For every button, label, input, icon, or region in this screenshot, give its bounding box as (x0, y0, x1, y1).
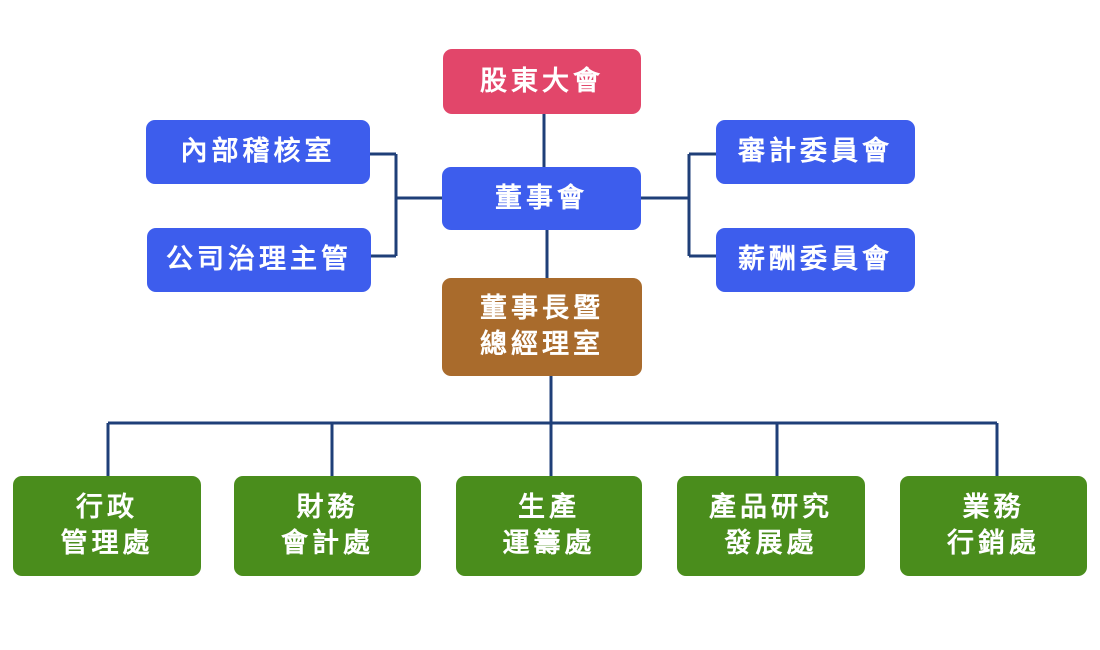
node-department-production: 生產 運籌處 (456, 476, 642, 576)
node-department-rnd: 產品研究 發展處 (677, 476, 865, 576)
node-label: 薪酬委員會 (738, 244, 893, 275)
node-label-line2: 行銷處 (947, 528, 1040, 559)
node-audit-committee: 審計委員會 (716, 120, 915, 184)
node-label: 內部稽核室 (180, 136, 336, 167)
node-label: 公司治理主管 (166, 244, 352, 275)
node-chairman-office: 董事長暨 總經理室 (442, 278, 642, 376)
node-label: 審計委員會 (738, 136, 893, 167)
node-label-line2: 管理處 (60, 528, 154, 559)
node-label-line2: 總經理室 (480, 329, 604, 360)
node-label-line1: 財務 (296, 492, 359, 523)
node-corporate-governance: 公司治理主管 (147, 228, 371, 292)
node-shareholders-meeting: 股東大會 (443, 49, 641, 114)
node-label-line2: 運籌處 (502, 528, 596, 559)
node-department-finance: 財務 會計處 (234, 476, 421, 576)
node-label-line1: 生產 (518, 492, 580, 523)
node-label: 股東大會 (480, 65, 604, 97)
node-internal-audit: 內部稽核室 (146, 120, 370, 184)
node-label-line1: 董事長暨 (480, 293, 604, 324)
node-board-of-directors: 董事會 (442, 167, 641, 230)
node-label-line1: 行政 (76, 492, 138, 523)
node-label: 董事會 (495, 182, 588, 214)
node-remuneration-committee: 薪酬委員會 (716, 228, 915, 292)
node-department-sales: 業務 行銷處 (900, 476, 1087, 576)
node-label-line1: 產品研究 (709, 492, 833, 523)
node-department-admin: 行政 管理處 (13, 476, 201, 576)
node-label-line2: 發展處 (724, 528, 818, 559)
node-label-line1: 業務 (962, 492, 1025, 523)
node-label-line2: 會計處 (281, 528, 374, 559)
